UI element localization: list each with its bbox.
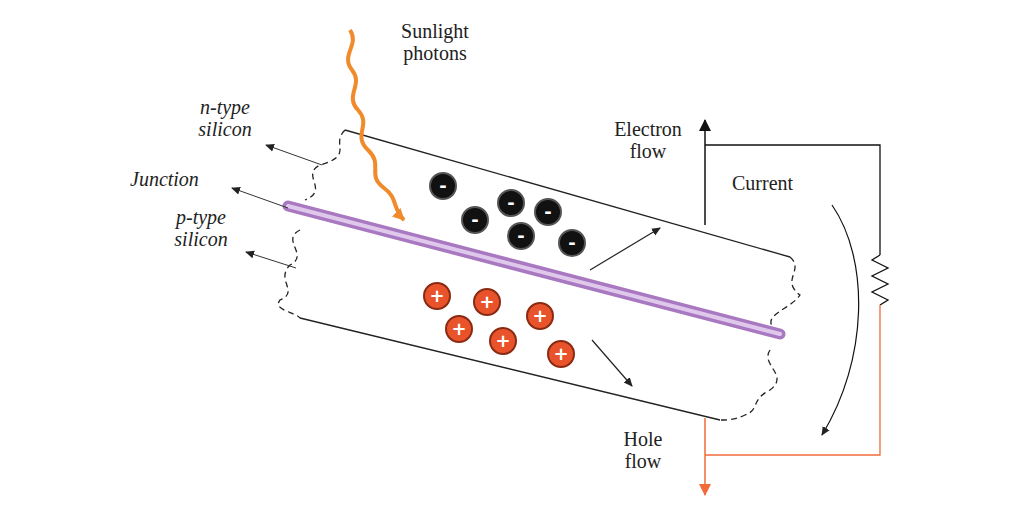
charge-sign: - — [544, 203, 551, 221]
charge-sign: - — [471, 211, 478, 229]
region-label: p-type silicon — [160, 206, 242, 250]
hole-charge: + — [445, 315, 473, 343]
hole-charge: + — [423, 282, 451, 310]
charge-sign: - — [517, 227, 524, 245]
photon-label: Sunlight photons — [380, 20, 490, 64]
hole-charge: + — [489, 327, 517, 355]
circuit-wires — [705, 120, 888, 495]
charge-sign: - — [439, 177, 446, 195]
leader-arrow — [232, 188, 288, 208]
region-label: Junction — [130, 168, 228, 190]
electron-charge: - — [507, 222, 535, 250]
region-label: n-type silicon — [186, 96, 264, 140]
flow-label: Hole flow — [608, 428, 678, 472]
leader-arrow — [246, 252, 296, 268]
hole-charge: + — [526, 302, 554, 330]
junction-band — [288, 206, 780, 334]
hole-charge: + — [473, 288, 501, 316]
current-arrow — [822, 205, 859, 435]
electron-charge: - — [461, 206, 489, 234]
electron-charge: - — [429, 172, 457, 200]
charge-sign: + — [532, 307, 547, 325]
electron-charge: - — [558, 229, 586, 257]
hole-charge: + — [547, 340, 575, 368]
charge-sign: - — [568, 234, 575, 252]
resistor-symbol — [872, 255, 888, 305]
electron-charge: - — [534, 198, 562, 226]
flow-label: Current — [732, 172, 822, 194]
flow-label: Electron flow — [596, 118, 700, 162]
silicon-slab — [278, 130, 800, 420]
charge-sign: + — [429, 287, 444, 305]
electron-charge: - — [497, 189, 525, 217]
charge-sign: + — [553, 345, 568, 363]
charge-sign: + — [495, 332, 510, 350]
leader-arrow — [266, 145, 322, 165]
hole-drift-arrow — [592, 340, 632, 386]
charge-sign: + — [479, 293, 494, 311]
electron-drift-arrow — [590, 228, 660, 270]
charge-sign: + — [451, 320, 466, 338]
photon-wave — [348, 30, 404, 220]
charge-sign: - — [507, 194, 514, 212]
